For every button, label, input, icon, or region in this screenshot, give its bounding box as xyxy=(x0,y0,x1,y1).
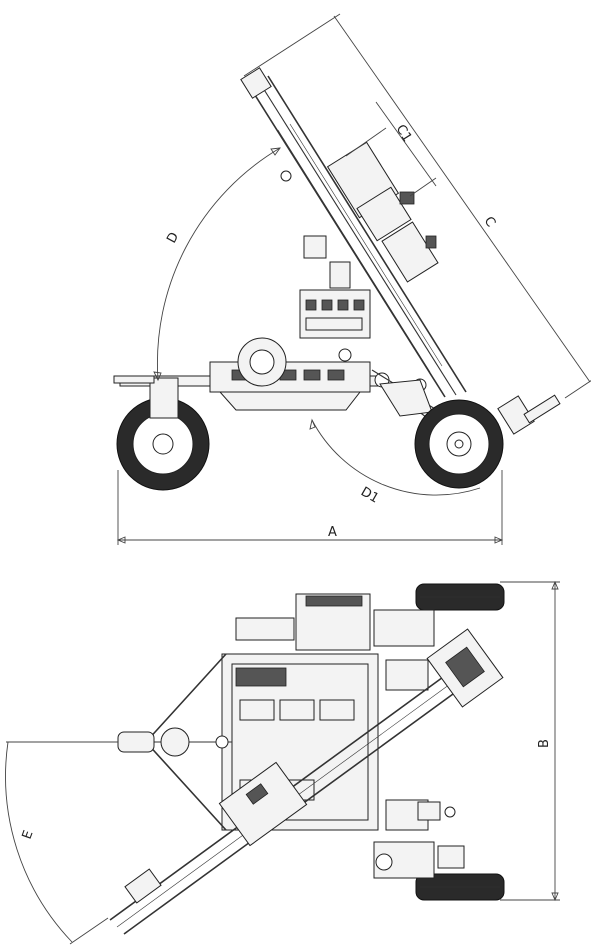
top-mast xyxy=(109,628,504,935)
dimension-c-label: C xyxy=(481,214,499,230)
side-view: A C C1 D D1 xyxy=(113,13,591,545)
top-fixtures xyxy=(375,801,465,871)
rear-jack xyxy=(497,394,561,435)
dimension-a-label: A xyxy=(328,525,337,540)
top-front-arms xyxy=(117,653,232,831)
chassis xyxy=(119,337,441,421)
top-rear-wheel-lower xyxy=(415,873,505,901)
dimension-e: E xyxy=(5,741,118,945)
top-frame xyxy=(221,593,435,879)
top-view: B E xyxy=(5,580,560,945)
top-rear-wheel-upper xyxy=(415,583,505,611)
front-wheel xyxy=(113,375,210,491)
dimension-e-label: E xyxy=(20,829,37,842)
dimension-a: A xyxy=(116,470,504,545)
drill-head xyxy=(303,141,439,289)
dimension-c: C xyxy=(243,13,591,399)
dimension-b-label: B xyxy=(537,739,552,748)
dimension-b: B xyxy=(500,580,560,902)
dimension-c1-label: C1 xyxy=(393,122,415,145)
dimension-d1-label: D1 xyxy=(358,484,381,506)
control-box xyxy=(299,289,371,339)
dimension-d-label: D xyxy=(164,230,182,246)
rear-wheel xyxy=(414,399,504,489)
